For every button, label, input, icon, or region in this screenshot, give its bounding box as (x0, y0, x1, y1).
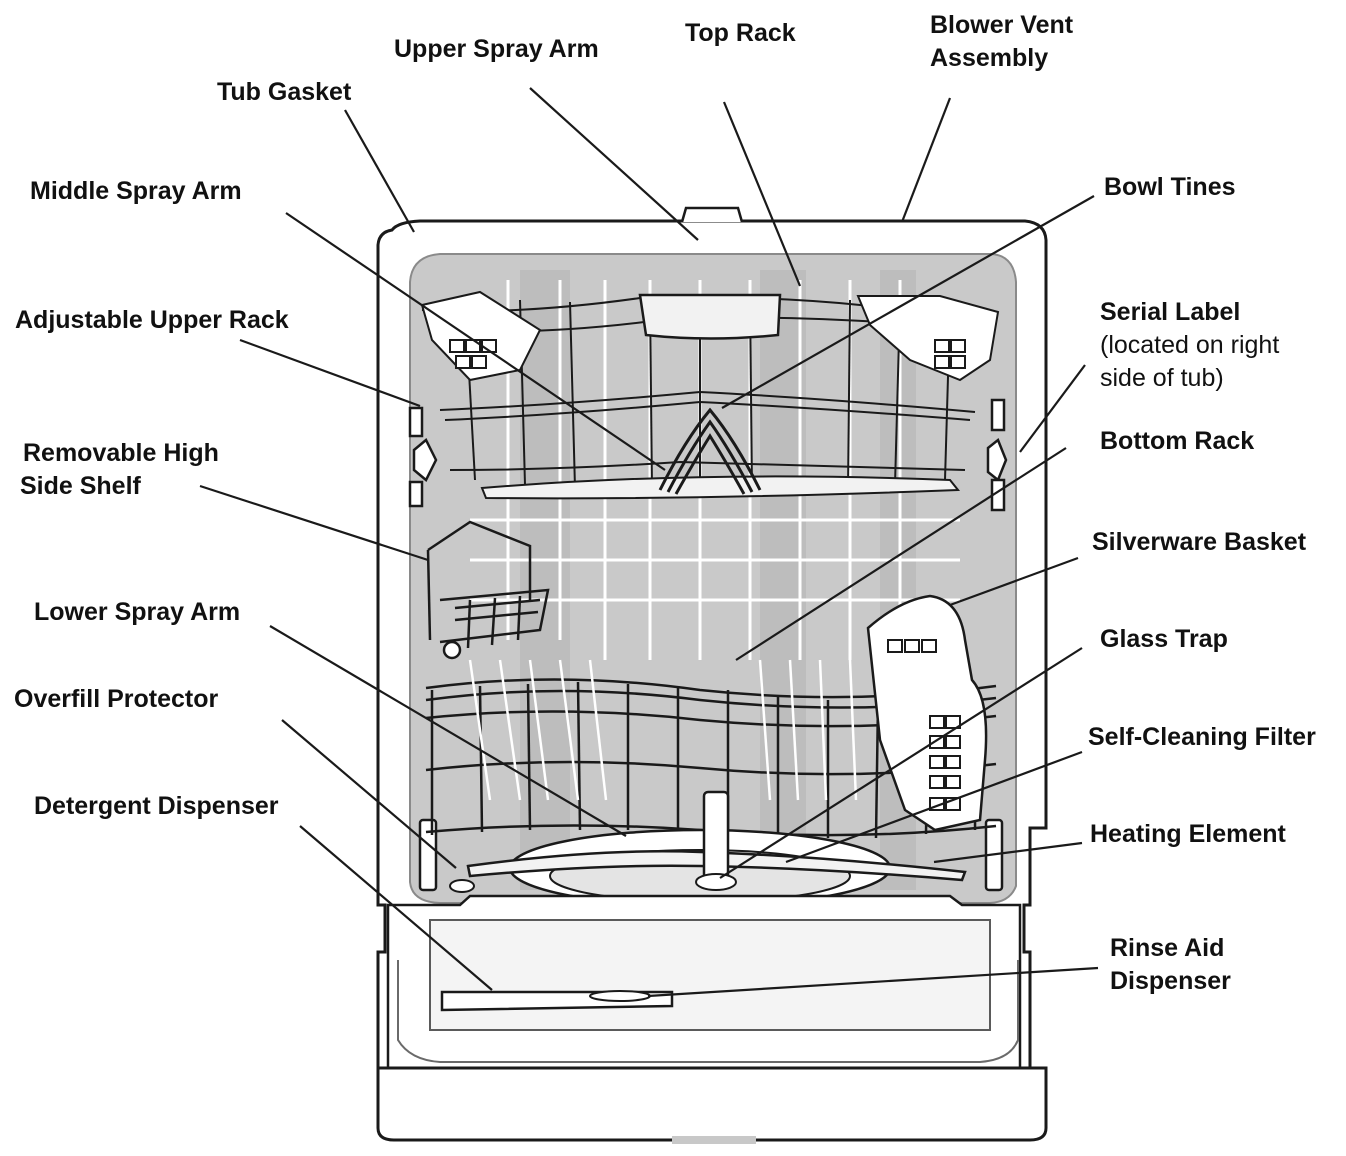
spray-tower (702, 790, 730, 884)
rinse-aid-cap (589, 990, 651, 1002)
leader-heating-element (933, 841, 1083, 864)
silverware-basket (866, 594, 988, 832)
leader-detergent-dispenser (299, 825, 493, 991)
leader-silverware-basket (949, 556, 1079, 607)
label-rinse-aid-line1: Rinse Aid (1110, 934, 1225, 962)
leader-blower-vent (900, 97, 952, 223)
right-rack-slide (984, 398, 1008, 892)
door-liner-edge (397, 960, 1019, 1063)
removable-high-side-shelf (426, 520, 550, 660)
label-removable-shelf-line1: Removable High (23, 439, 219, 467)
leader-serial-label (1019, 364, 1086, 453)
label-detergent-dispenser: Detergent Dispenser (34, 792, 279, 820)
cup-shelf-right (856, 295, 1000, 382)
leader-bottom-rack (735, 447, 1067, 661)
door-liner (429, 919, 991, 1031)
leader-top-rack (722, 101, 802, 287)
label-adjustable-upper-rack: Adjustable Upper Rack (15, 306, 289, 334)
vent-cap (680, 206, 744, 223)
label-top-rack: Top Rack (685, 19, 796, 47)
leader-middle-spray-arm (285, 212, 666, 471)
label-removable-shelf-line2: Side Shelf (20, 472, 141, 500)
label-removable-high-side-shelf: Removable High Side Shelf (20, 437, 219, 503)
overfill-protector (449, 879, 475, 893)
leader-bowl-tines (721, 195, 1095, 409)
label-silverware-basket: Silverware Basket (1092, 528, 1307, 556)
label-blower-vent-line1: Blower Vent (930, 11, 1074, 39)
leader-upper-spray-arm (529, 87, 699, 241)
label-tub-gasket: Tub Gasket (217, 78, 352, 106)
door-handle (672, 1136, 756, 1144)
label-bottom-rack: Bottom Rack (1100, 427, 1255, 455)
label-glass-trap: Glass Trap (1100, 625, 1228, 653)
door-bottom (376, 1066, 1048, 1142)
bottom-rack-tines (468, 659, 858, 801)
leader-overfill-protector (281, 719, 457, 869)
label-heating-element: Heating Element (1090, 820, 1286, 848)
label-upper-spray-arm: Upper Spray Arm (394, 35, 599, 63)
cup-shelf-left (420, 290, 542, 382)
label-middle-spray-arm: Middle Spray Arm (30, 177, 242, 205)
label-serial-label-title: Serial Label (1100, 298, 1241, 326)
leader-rinse-aid (647, 966, 1099, 998)
leader-self-cleaning-filter (785, 750, 1083, 864)
upper-spray-arm-housing (638, 293, 782, 340)
bowl-tines (658, 407, 762, 495)
label-self-cleaning-filter: Self-Cleaning Filter (1088, 723, 1316, 751)
leader-removable-shelf (199, 484, 429, 562)
leader-glass-trap (719, 647, 1083, 879)
label-serial-label-note1: (located on right (1100, 331, 1280, 359)
top-rack-tray (480, 475, 961, 500)
leader-lines (199, 87, 1099, 998)
label-serial-label-note2: side of tub) (1100, 364, 1224, 392)
label-blower-vent-line2: Assembly (930, 44, 1049, 72)
leader-tub-gasket (344, 109, 415, 233)
label-overfill-protector: Overfill Protector (14, 685, 219, 713)
glass-trap (695, 873, 737, 891)
label-rinse-aid-dispenser: Rinse Aid Dispenser (1110, 932, 1231, 998)
label-rinse-aid-line2: Dispenser (1110, 967, 1231, 995)
label-blower-vent-assembly: Blower Vent Assembly (930, 9, 1073, 75)
label-serial-label: Serial Label (located on right side of t… (1100, 296, 1279, 395)
label-bowl-tines: Bowl Tines (1104, 173, 1236, 201)
left-rack-slide (408, 406, 438, 892)
label-lower-spray-arm: Lower Spray Arm (34, 598, 241, 626)
leader-adjustable-upper-rack (239, 338, 421, 408)
leader-lower-spray-arm (269, 625, 627, 837)
